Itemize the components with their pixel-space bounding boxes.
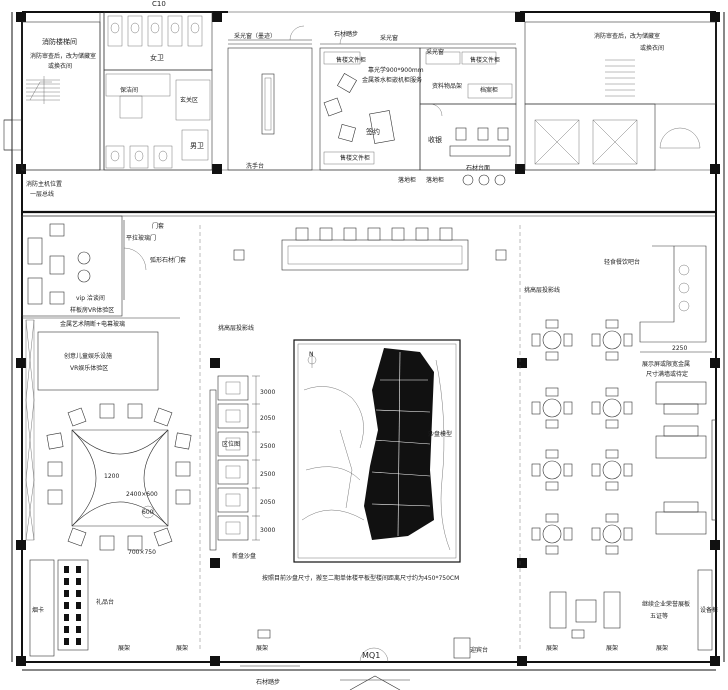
top-right-rooms	[524, 21, 717, 171]
office-note2: 金属茶水柜嵌机柜服务	[362, 76, 422, 84]
display-note-2: 尺寸满墙或待定	[646, 370, 688, 378]
cashier-label: 收银	[428, 135, 442, 144]
vip-room-label: vip 洽谈间	[76, 294, 105, 302]
stone-arch-label: 弧形石材门套	[150, 256, 186, 264]
dim-side-2: 2050	[260, 415, 275, 422]
dim-side-6: 3000	[260, 527, 275, 534]
labels: C10 消防楼梯间 消防审查后，改为储藏室 或换衣间 女卫 保洁间 玄关区 男卫…	[26, 0, 718, 686]
file-cabinet-1-label: 售楼文件柜	[336, 56, 366, 64]
vestibule-label: 玄关区	[180, 96, 198, 104]
cafe-area	[531, 245, 717, 651]
property-display-label: 资料物品架	[432, 82, 462, 90]
glass-door-label: 平拉玻璃门	[126, 234, 156, 242]
fire-stair-left-label: 消防楼梯间	[42, 37, 77, 46]
dim-1200: 1200	[104, 473, 119, 480]
skylight-office-label: 采光窗	[426, 48, 444, 56]
kids-area-label-2: VR娱乐体验区	[70, 364, 108, 372]
display-rack-4: 展架	[546, 644, 558, 652]
skylight-top-left-label: 采光窗（墨迹）	[234, 32, 276, 40]
dim-side-3: 2500	[260, 443, 275, 450]
skylight-top-right-label: 采光窗	[380, 34, 398, 42]
dim-2250: 2250	[672, 345, 687, 352]
ceiling-line-right-label: 挑高层投影线	[524, 286, 560, 294]
north-mark: N	[309, 351, 314, 358]
fire-host-sub: 一层总线	[30, 190, 54, 198]
floor-cabinet-a-label: 落地柜	[398, 176, 416, 184]
central-hall	[199, 225, 521, 650]
dim-600: 600	[142, 509, 154, 516]
signing-office	[319, 43, 517, 186]
kids-area-label-1: 创意儿童娱乐设施	[64, 352, 112, 360]
floor-cabinet-b-label: 落地柜	[426, 176, 444, 184]
document-cabinet-label: 档案柜	[480, 86, 498, 94]
model-label: 沙盘模型	[428, 430, 452, 438]
dim-700: 700×750	[128, 549, 156, 556]
stone-step-top-label: 石材踏步	[334, 30, 358, 38]
display-note-1: 展示屏或限宽金属	[642, 360, 690, 368]
fire-host-label: 消防主机位置	[26, 180, 62, 188]
cleaning-room-label: 保洁间	[120, 86, 138, 94]
vip-area	[21, 215, 147, 317]
bar-label: 轻食餐饮吧台	[604, 258, 640, 266]
male-wc-label: 男卫	[190, 142, 204, 150]
enterprise-note: 五证等	[650, 612, 668, 620]
doors	[240, 25, 585, 690]
grid-top-label: C10	[152, 0, 166, 8]
structural-columns	[16, 12, 720, 666]
enterprise-wall-label: 继续企业荣誉展板	[642, 600, 690, 608]
gate-label: 门套	[152, 222, 164, 230]
fire-stair-left-note1: 消防审查后，改为储藏室	[30, 52, 96, 60]
dim-side-5: 2050	[260, 499, 275, 506]
office-note1: 靠光学900*900mm	[368, 66, 424, 74]
entrance-label: MQ1	[362, 651, 380, 660]
file-cabinet-3-label: 售楼文件柜	[470, 56, 500, 64]
display-rack-2: 展架	[176, 644, 188, 652]
washbasin-label: 洗手台	[246, 162, 264, 170]
display-rack-6: 展架	[656, 644, 668, 652]
washbasin-zone	[227, 39, 313, 171]
gift-table-label: 礼品台	[96, 598, 114, 606]
display-rack-1: 展架	[118, 644, 130, 652]
fire-stair-right-label: 消防审查后，改为储藏室	[594, 32, 660, 40]
cafe-tables	[542, 330, 622, 544]
display-rack-3: 展架	[256, 644, 268, 652]
female-wc-label: 女卫	[150, 53, 164, 62]
file-cabinet-2-label: 售楼文件柜	[340, 154, 370, 162]
ceiling-line-left-label: 挑高层投影线	[218, 324, 254, 332]
new-sand-table-label: 新盘沙盘	[232, 552, 256, 560]
stone-step-bottom-label: 石材踏步	[256, 678, 280, 686]
stone-counter-label: 石材台面	[466, 164, 490, 172]
area-display-label: 区位图	[222, 440, 240, 448]
dim-side-4: 2500	[260, 471, 275, 478]
signing-area-label: 签约	[366, 127, 380, 136]
water-bar-label: 烟卡	[32, 606, 44, 614]
sand-note: 按照目前沙盘尺寸，搬至二期单体楼平板型楼间距离尺寸约为450*750CM	[262, 574, 459, 582]
kids-area	[22, 317, 192, 551]
equipment-cabinet-label: 设备柜	[700, 606, 718, 614]
vip-note: 样板房VR体验区	[70, 306, 114, 314]
top-left-rooms	[21, 11, 213, 171]
gift-area	[29, 559, 89, 657]
dim-side-1: 3000	[260, 389, 275, 396]
metal-screen-label: 金属艺术隔断+电幕玻璃	[60, 320, 125, 328]
display-rack-5: 展架	[606, 644, 618, 652]
dim-2400: 2400×600	[126, 491, 158, 498]
reception-label: 迎宾台	[470, 646, 488, 654]
fire-stair-right-note: 或换衣间	[640, 44, 664, 52]
fire-stair-left-note2: 或换衣间	[48, 62, 72, 70]
